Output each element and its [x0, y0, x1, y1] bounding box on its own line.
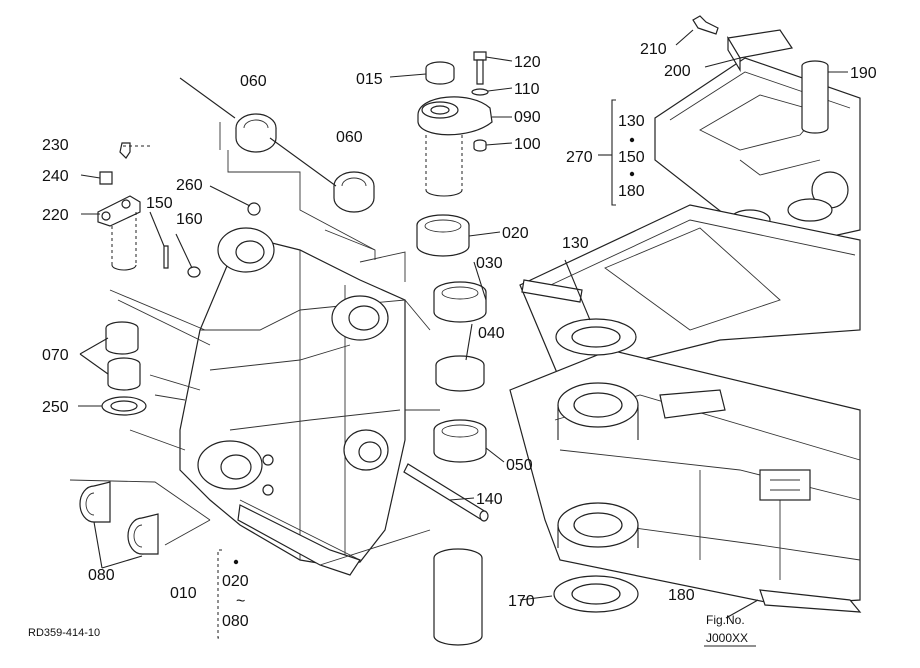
figure-ref-line2: J000XX [706, 631, 748, 645]
label-150: 150 [146, 195, 173, 212]
washer-110 [471, 88, 489, 96]
bushing-060-upper [235, 113, 277, 153]
label-240: 240 [42, 168, 69, 185]
pin-140 [403, 463, 489, 522]
grease-fitting-230 [119, 142, 131, 159]
label-080: 080 [88, 567, 115, 584]
drawing-code: RD359-414-10 [28, 627, 100, 639]
swing-bracket-010 [179, 227, 406, 576]
bolt-120 [473, 51, 487, 85]
bushing-080-right [127, 513, 159, 555]
label-015: 015 [356, 71, 383, 88]
label-090: 090 [514, 109, 541, 126]
guide-lines [69, 122, 440, 566]
bracket-270 [611, 99, 616, 206]
label-270-group-third: 180 [618, 183, 645, 200]
bushing-050 [433, 419, 487, 463]
label-260: 260 [176, 177, 203, 194]
label-020-group-last: 080 [222, 613, 249, 630]
label-180: 180 [668, 587, 695, 604]
flange-plate-090 [417, 96, 493, 136]
figure-ref-line1: Fig.No. [706, 613, 745, 627]
bushing-080-left [79, 481, 111, 523]
label-040: 040 [478, 325, 505, 342]
label-110: 110 [514, 81, 540, 98]
shim-180 [553, 575, 639, 613]
label-010: 010 [170, 585, 197, 602]
bushing-070-lower [107, 357, 141, 391]
label-060-upper: 060 [240, 73, 267, 90]
label-020-group-first: 020 [222, 573, 249, 590]
label-270-group-second: 150 [618, 149, 645, 166]
cap-015 [425, 61, 455, 85]
bushing-030 [433, 281, 487, 323]
label-230: 230 [42, 137, 69, 154]
label-220: 220 [42, 207, 69, 224]
label-030: 030 [476, 255, 503, 272]
label-050: 050 [506, 457, 533, 474]
pin-190 [801, 60, 829, 134]
label-270: 270 [566, 149, 593, 166]
label-160: 160 [176, 211, 203, 228]
label-060-lower: 060 [336, 129, 363, 146]
label-140: 140 [476, 491, 503, 508]
label-120: 120 [514, 54, 541, 71]
bolt-260 [247, 202, 261, 216]
washer-160 [187, 266, 201, 278]
label-020-group-range: ~ [236, 593, 245, 610]
shim-130 [521, 279, 637, 356]
bracket-020-080 [217, 549, 222, 639]
label-190: 190 [850, 65, 877, 82]
bushing-020 [416, 214, 470, 257]
pin-170 [433, 548, 483, 646]
bushing-060-lower [333, 171, 375, 213]
bushing-070-upper [105, 321, 139, 355]
label-270-group-first: 130 [618, 113, 645, 130]
label-070: 070 [42, 347, 69, 364]
label-250: 250 [42, 399, 69, 416]
bushing-040 [435, 355, 485, 392]
bolt-210 [692, 15, 719, 35]
label-020: 020 [502, 225, 529, 242]
fitting-240 [99, 171, 113, 185]
plate-220 [97, 195, 141, 271]
label-130: 130 [562, 235, 589, 252]
label-200: 200 [664, 63, 691, 80]
part-labels: 015 120 110 090 100 020 030 040 050 140 … [28, 41, 877, 647]
shim-250 [101, 396, 147, 416]
pin-150 [163, 245, 169, 269]
label-100: 100 [514, 136, 541, 153]
label-210: 210 [640, 41, 667, 58]
leader-lines [78, 29, 848, 619]
plate-200 [727, 29, 794, 73]
label-170: 170 [508, 593, 535, 610]
washer-100 [473, 139, 487, 152]
